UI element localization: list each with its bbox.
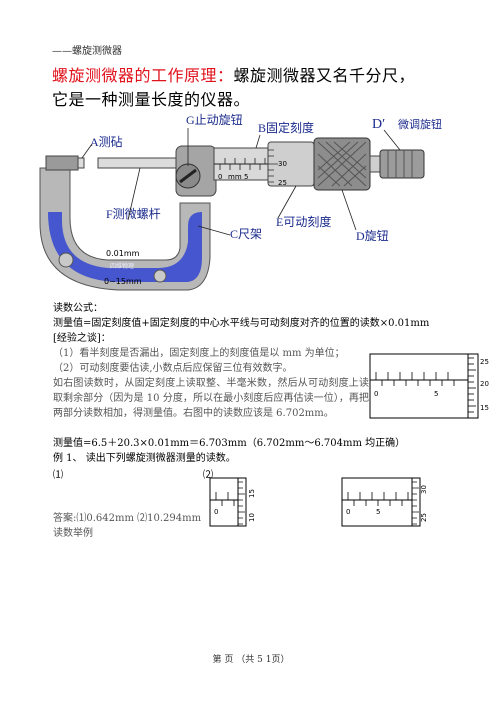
title-highlight: 螺旋测微器的工作原理：: [52, 66, 234, 85]
ratchet: [379, 149, 425, 179]
ex2-tick-25: 25: [420, 513, 428, 522]
example-1-figure: 15 10 0: [209, 477, 256, 527]
micrometer-diagram: 0 mm 5 30 25 A测砧 G止动旋钮 B固定刻度 D′ 微调旋钮 F测微…: [39, 112, 442, 291]
anvil-tip: [77, 157, 85, 169]
tips-title: [经验之谈]：: [53, 333, 111, 344]
label-A: A测砧: [90, 135, 123, 149]
thimble-scale-25: 25: [278, 179, 287, 187]
label-B: B固定刻度: [258, 120, 314, 135]
spindle: [97, 157, 184, 169]
ex2-sleeve-5: 5: [376, 508, 380, 516]
right-sleeve-0: 0: [374, 390, 378, 398]
tip-1: （1）看半刻度是否漏出，固定刻度上的刻度值是以 mm 为单位；: [53, 348, 345, 359]
label-D-prime: D′: [372, 117, 385, 132]
answer: 答案:⑴0.642mm ⑵10.294mm: [53, 513, 202, 524]
title-rest: 螺旋测微器又名千分尺，: [233, 66, 416, 85]
frame-spec-3: 0~15mm: [104, 277, 142, 286]
title-line-2: 它是一种测量长度的仪器。: [52, 90, 251, 109]
label-G: G止动旋钮: [186, 112, 243, 127]
right-sleeve-5: 5: [434, 390, 438, 398]
formula-title: 读数公式：: [53, 303, 103, 314]
label-E: E可动刻度: [276, 214, 331, 229]
label-C: C尺架: [230, 227, 262, 241]
example-2-figure: 30 25 0 5: [341, 477, 428, 527]
frame-outer: [39, 167, 211, 291]
formula: 测量值=固定刻度值+固定刻度的中心水平线与可动刻度对齐的位置的读数×0.01mm: [53, 318, 430, 329]
sleeve-scale-5: 5: [244, 173, 248, 181]
sleeve-scale-mm: mm: [228, 173, 242, 181]
label-F: F测微螺杆: [106, 207, 161, 221]
sleeve-scale-0: 0: [218, 173, 222, 181]
example-title: 例 1、 读出下列螺旋测微器测量的读数。: [53, 453, 236, 464]
paragraph-1: 如右图读数时，从固定刻度上读取整、半毫米数，然后从可动刻度上读取剩余部分（因为是…: [53, 378, 369, 419]
right-tick-15: 15: [480, 404, 489, 412]
ex2-sleeve-0: 0: [346, 508, 350, 516]
reading-example: 读数举例: [53, 528, 93, 539]
ratchet-neck: [369, 155, 381, 173]
frame-inner-plate: [48, 212, 202, 282]
frame-spec-1: 0.01mm: [106, 249, 140, 258]
ex1-label: ⑴: [53, 470, 63, 481]
ex2-tick-30: 30: [420, 485, 428, 494]
page-footer: 第 页 （共 5 1页）: [212, 655, 290, 665]
page-header: ——螺旋测微器: [52, 46, 122, 57]
reading-figure-right: 25 20 15 0 5: [369, 353, 489, 419]
label-D-prime-text: 微调旋钮: [398, 117, 442, 131]
thimble-scale-30: 30: [278, 160, 287, 168]
ex1-tick-10: 10: [248, 513, 256, 522]
frame-screw-left: [58, 252, 74, 268]
ex1-tick-15: 15: [248, 489, 256, 498]
ex1-sleeve-0: 0: [214, 508, 218, 516]
anvil: [45, 155, 79, 171]
right-tick-20: 20: [480, 380, 489, 388]
frame-spec-2: 四维物理: [110, 262, 134, 270]
right-tick-25: 25: [480, 358, 489, 366]
title-line-1: 螺旋测微器的工作原理：螺旋测微器又名千分尺，: [52, 62, 415, 86]
tip-2: （2）可动刻度要估读,小数点后应保留三位有效数字。: [53, 363, 293, 374]
label-D: D旋钮: [356, 228, 389, 243]
result-line: 测量值=6.5＋20.3×0.01mm＝6.703mm（6.702mm～6.70…: [53, 438, 406, 449]
frame-screw-right: [153, 269, 167, 283]
ex2-label: ⑵: [203, 470, 213, 481]
